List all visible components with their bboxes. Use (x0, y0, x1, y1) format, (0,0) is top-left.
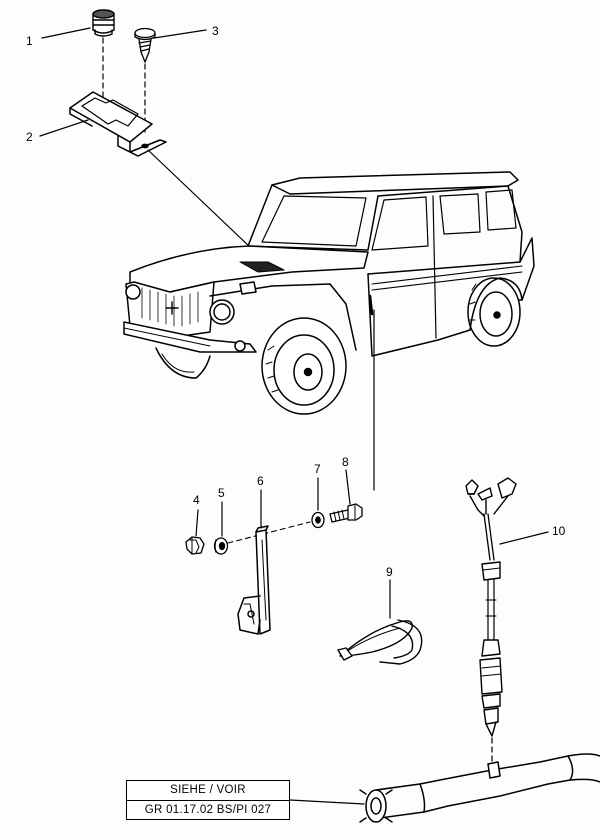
bracket-part-6 (237, 525, 271, 635)
callout-5: 5 (218, 486, 225, 500)
callout-10: 10 (552, 524, 566, 538)
callout-3: 3 (212, 24, 219, 38)
callout-1: 1 (26, 34, 33, 48)
vehicle-illustration (123, 171, 535, 415)
mounting-bracket-part (69, 91, 167, 157)
cable-tie-part-9 (337, 619, 423, 665)
callout-6: 6 (257, 474, 264, 488)
callout-leaders (39, 27, 549, 619)
bolt-axis-line (227, 521, 311, 544)
cross-reference-box: SIEHE / VOIR GR 01.17.02 BS/PI 027 (126, 780, 290, 820)
bolt-part-8 (329, 503, 363, 523)
oxygen-sensor-part-10 (465, 477, 517, 737)
washer-part-5 (213, 537, 229, 555)
nut-part (185, 536, 205, 555)
callout-4: 4 (193, 493, 200, 507)
screw-part (134, 27, 156, 63)
reference-line-2: GR 01.17.02 BS/PI 027 (144, 804, 272, 816)
callout-2: 2 (26, 130, 33, 144)
washer-part-7 (311, 511, 325, 529)
callout-labels: 1 2 3 4 5 6 7 8 9 10 (26, 24, 566, 579)
reference-leader-line (289, 799, 365, 805)
callout-9: 9 (386, 565, 393, 579)
cap-part (92, 9, 115, 37)
callout-8: 8 (342, 455, 349, 469)
reference-line-1: SIEHE / VOIR (127, 781, 289, 801)
exhaust-pipe (359, 753, 600, 823)
callout-7: 7 (314, 462, 321, 476)
